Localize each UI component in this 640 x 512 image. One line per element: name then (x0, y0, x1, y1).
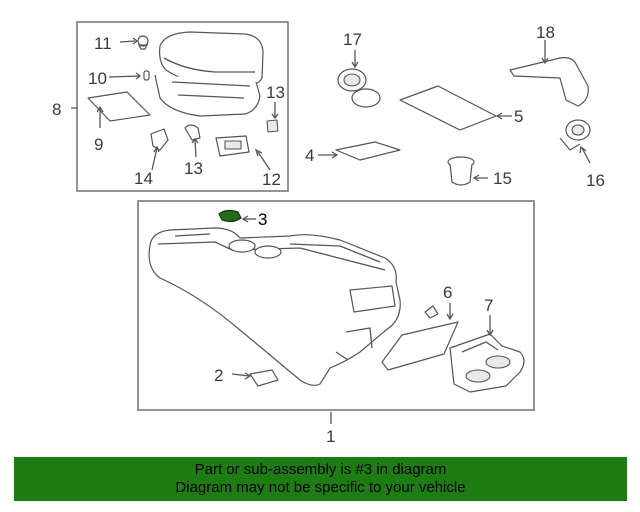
callout-10: 10 (88, 69, 107, 88)
armrest-group-box (76, 21, 289, 192)
callout-18: 18 (536, 23, 555, 42)
part-10-pin (143, 70, 150, 81)
part-3-lid-knob (218, 209, 242, 223)
console-group-box (137, 200, 535, 411)
callout-5: 5 (514, 107, 523, 126)
part-5-mat (399, 85, 497, 131)
part-18-parking-brake-lever (509, 57, 589, 107)
banner-line-1: Part or sub-assembly is #3 in diagram (194, 461, 447, 478)
callout-2: 2 (214, 366, 223, 385)
part-armrest-lid (159, 31, 264, 87)
callout-11: 11 (94, 34, 112, 53)
callout-1: 1 (326, 427, 335, 446)
callout-9: 9 (94, 135, 103, 154)
callout-3: 3 (258, 210, 267, 229)
part-13-clip-upper (266, 119, 279, 133)
callout-4: 4 (305, 146, 314, 165)
callout-12: 12 (262, 170, 281, 189)
part-2-bracket (249, 369, 279, 387)
banner-line-2: Diagram may not be specific to your vehi… (175, 479, 466, 496)
callout-8: 8 (52, 100, 61, 119)
part-1-console-body (148, 227, 401, 386)
callout-6: 6 (443, 283, 452, 302)
part-armrest-base (154, 74, 261, 117)
part-6-trim-panel (381, 305, 459, 371)
part-11-clip (137, 35, 149, 50)
part-9-pad (87, 91, 151, 122)
callout-13-upper: 13 (266, 83, 285, 102)
callout-14: 14 (134, 169, 153, 188)
part-12-latch (215, 135, 250, 157)
callout-13-lower: 13 (184, 159, 203, 178)
part-14-bracket (150, 128, 169, 151)
callout-7: 7 (484, 296, 493, 315)
part-7-cup-holder-assembly (449, 333, 525, 393)
callout-17: 17 (343, 30, 362, 49)
part-17-cup-holder-insert (337, 68, 381, 108)
part-4-mat (335, 141, 401, 161)
part-15-ashtray-cup (447, 156, 475, 186)
info-banner: Part or sub-assembly is #3 in diagram Di… (14, 457, 627, 501)
callout-15: 15 (493, 169, 512, 188)
callout-16: 16 (586, 171, 605, 190)
part-13-clip-lower (184, 124, 201, 141)
part-16-power-outlet (559, 119, 591, 151)
